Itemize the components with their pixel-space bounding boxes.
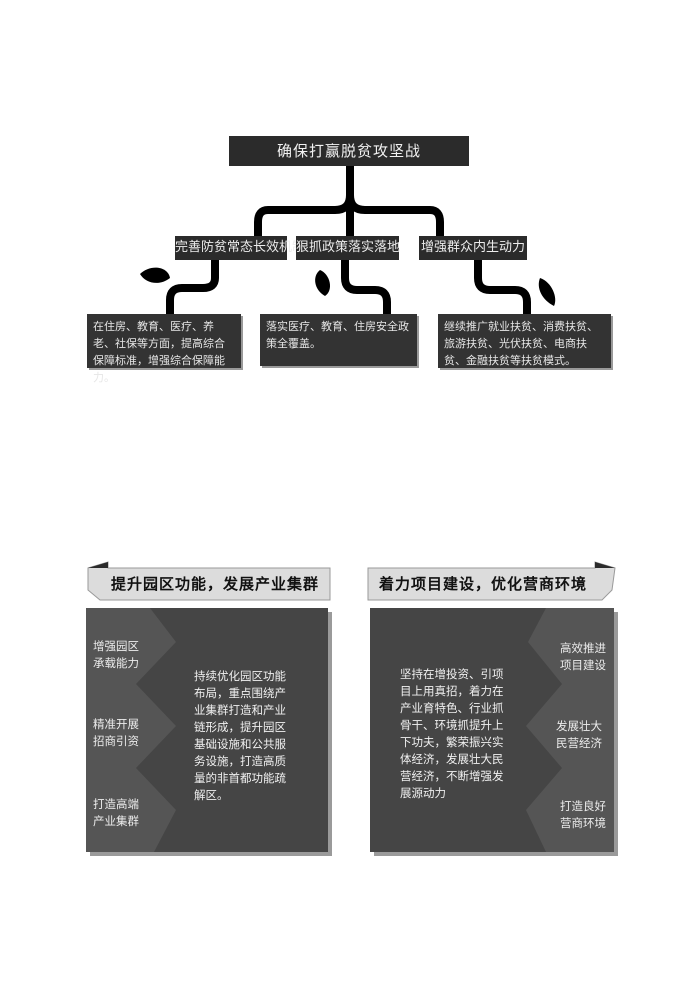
left-main-panel <box>136 608 328 852</box>
left-item-1: 增强园区承载能力 <box>93 639 139 670</box>
left-item-2: 精准开展招商引资 <box>93 717 139 748</box>
arch-left <box>254 194 354 236</box>
leaf-icon <box>315 270 331 296</box>
main-title: 确保打赢脱贫攻坚战 <box>229 136 469 166</box>
left-section-graphic <box>86 561 332 856</box>
left-item-3: 打造高端产业集群 <box>93 797 139 828</box>
branch-right-down <box>474 260 531 314</box>
left-banner-title: 提升园区功能，发展产业集群 <box>110 575 319 593</box>
right-banner-title: 着力项目建设，优化营商环境 <box>378 575 587 593</box>
tree-connectors <box>140 166 556 314</box>
right-item-2: 发展壮大民营经济 <box>556 719 602 750</box>
branch-left-down <box>166 260 219 314</box>
branch-label-2: 狠抓政策落实落地 <box>296 236 400 260</box>
right-panel-text: 坚持在增投资、引项目上用真招，着力在产业育特色、行业抓骨干、环境抓提升上下功夫，… <box>400 667 504 800</box>
branch-desc-3: 继续推广就业扶贫、消费扶贫、旅游扶贫、光伏扶贫、电商扶贫、金融扶贫等扶贫模式。 <box>438 314 611 368</box>
branch-desc-1: 在住房、教育、医疗、养老、社保等方面，提高综合保障标准，增强综合保障能力。 <box>87 314 241 384</box>
leaf-icon <box>140 267 170 283</box>
branch-desc-2: 落实医疗、教育、住房安全政策全覆盖。 <box>260 314 417 366</box>
leaf-icon <box>538 278 556 306</box>
right-item-1: 高效推进项目建设 <box>560 641 606 672</box>
right-main-panel <box>370 608 562 852</box>
right-section-graphic <box>367 561 618 856</box>
arch-right <box>346 194 444 236</box>
branch-label-3: 增强群众内生动力 <box>419 236 527 260</box>
branch-middle-down <box>341 260 391 314</box>
left-panel-text: 持续优化园区功能布局，重点围绕产业集群打造和产业链形成，提升园区基础设施和公共服… <box>194 669 286 802</box>
right-item-3: 打造良好营商环境 <box>560 799 606 830</box>
branch-label-1: 完善防贫常态长效机制 <box>175 236 305 260</box>
